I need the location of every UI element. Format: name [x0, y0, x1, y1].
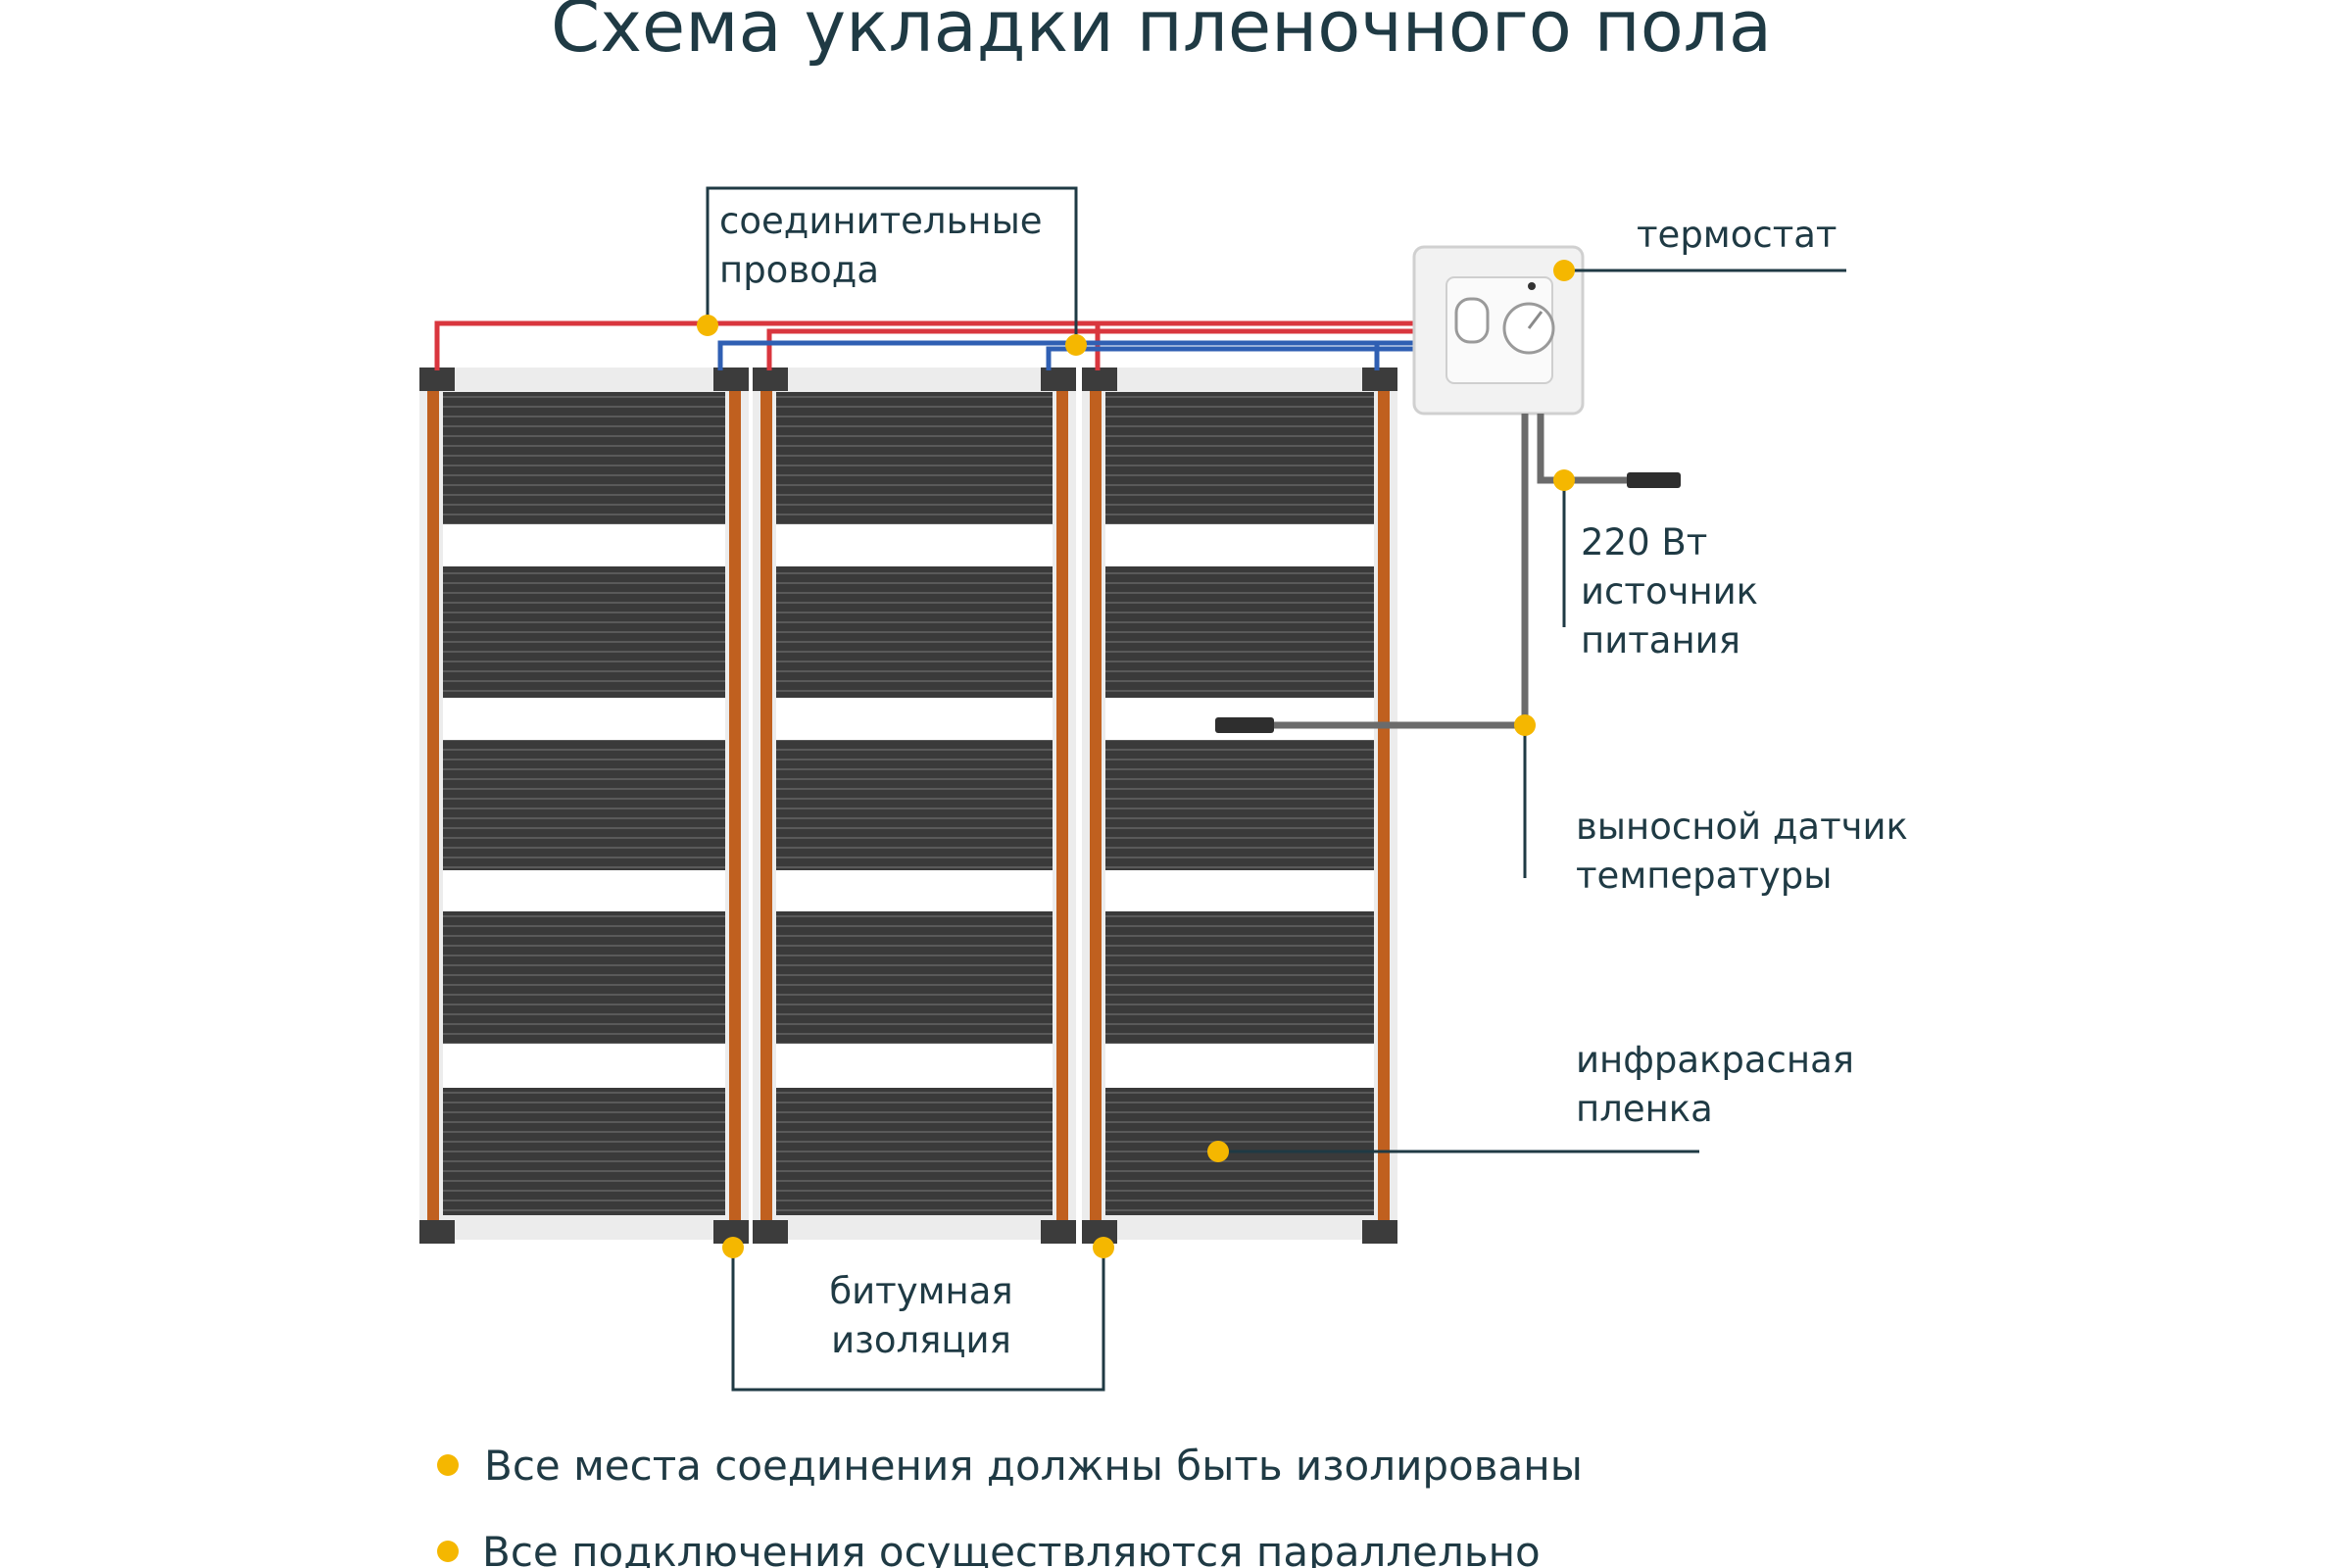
terminal-clip — [753, 1220, 788, 1244]
power-marker — [1553, 469, 1575, 491]
terminal-clip — [1362, 1220, 1397, 1244]
thermostat-icon — [1412, 245, 1585, 416]
terminal-clip — [1041, 368, 1076, 391]
note-item-1: Все места соединения должны быть изолиро… — [484, 1442, 1583, 1490]
copper-busbar — [1090, 372, 1102, 1235]
film-cut-zone — [443, 870, 725, 911]
film-cut-zone — [776, 524, 1053, 566]
terminal-clip — [753, 368, 788, 391]
neutral-wire-drop-2 — [1046, 346, 1416, 370]
film-cut-zone — [1105, 524, 1374, 566]
film-cut-zone — [776, 1044, 1053, 1088]
copper-busbar — [760, 372, 772, 1235]
film-cut-zone — [776, 698, 1053, 740]
copper-busbar — [427, 372, 439, 1235]
film-cut-zone — [443, 1044, 725, 1088]
power-label-line2: источник — [1581, 570, 1758, 612]
insulation-label-line1: битумная — [829, 1270, 1012, 1312]
film-label-line2: пленка — [1576, 1088, 1713, 1130]
sensor-label-line1: выносной датчик — [1576, 806, 1908, 848]
terminal-clip — [713, 368, 749, 391]
connecting-wires — [434, 320, 1416, 370]
notes-list: Все места соединения должны быть изолиро… — [437, 1442, 1583, 1568]
callout-thermostat: термостат — [1553, 214, 1846, 281]
film-cut-zone — [443, 698, 725, 740]
wires-marker — [697, 315, 718, 336]
note-bullet — [437, 1454, 459, 1476]
terminal-clip — [1362, 368, 1397, 391]
callout-power: 220 Вт источник питания — [1553, 469, 1758, 662]
callout-film: инфракрасная пленка — [1207, 1039, 1854, 1162]
phase-wire — [434, 320, 1416, 370]
insulation-label-line2: изоляция — [831, 1319, 1011, 1361]
temperature-sensor-icon — [1215, 717, 1274, 733]
callout-insulation: битумная изоляция — [722, 1237, 1114, 1392]
terminal-clip — [1082, 368, 1117, 391]
insulation-marker-2 — [1093, 1237, 1114, 1258]
neutral-wire — [717, 340, 1416, 370]
wires-label-line1: соединительные — [719, 200, 1043, 242]
power-label-line3: питания — [1581, 619, 1740, 662]
thermostat-marker — [1553, 260, 1575, 281]
copper-busbar — [1056, 372, 1068, 1235]
film-cut-zone — [1105, 1044, 1374, 1088]
film-cut-zone — [1105, 870, 1374, 911]
power-plug-icon — [1627, 472, 1681, 488]
wires-marker-2 — [1065, 334, 1087, 356]
callout-sensor: выносной датчик температуры — [1514, 714, 1908, 897]
phase-wire-drop-2 — [766, 328, 1416, 370]
sensor-label-line2: температуры — [1576, 855, 1833, 897]
note-bullet — [437, 1541, 459, 1562]
thermostat-label: термостат — [1637, 214, 1837, 256]
power-cable — [1537, 414, 1681, 488]
insulation-marker — [722, 1237, 744, 1258]
power-label-line1: 220 Вт — [1581, 521, 1707, 564]
callout-wires: соединительные провода — [697, 186, 1087, 356]
terminal-clip — [1041, 1220, 1076, 1244]
film-cut-zone — [443, 524, 725, 566]
note-item-2: Все подключения осуществляются параллель… — [482, 1528, 1541, 1568]
page-title: Схема укладки пленочного пола — [551, 0, 1772, 68]
copper-busbar — [1378, 372, 1390, 1235]
copper-busbar — [729, 372, 741, 1235]
infrared-film-panels — [419, 368, 1397, 1244]
terminal-clip — [419, 368, 455, 391]
film-marker — [1207, 1141, 1229, 1162]
sensor-marker — [1514, 714, 1536, 736]
terminal-clip — [419, 1220, 455, 1244]
film-cut-zone — [776, 870, 1053, 911]
film-label-line1: инфракрасная — [1576, 1039, 1854, 1081]
wires-label-line2: провода — [719, 249, 879, 291]
